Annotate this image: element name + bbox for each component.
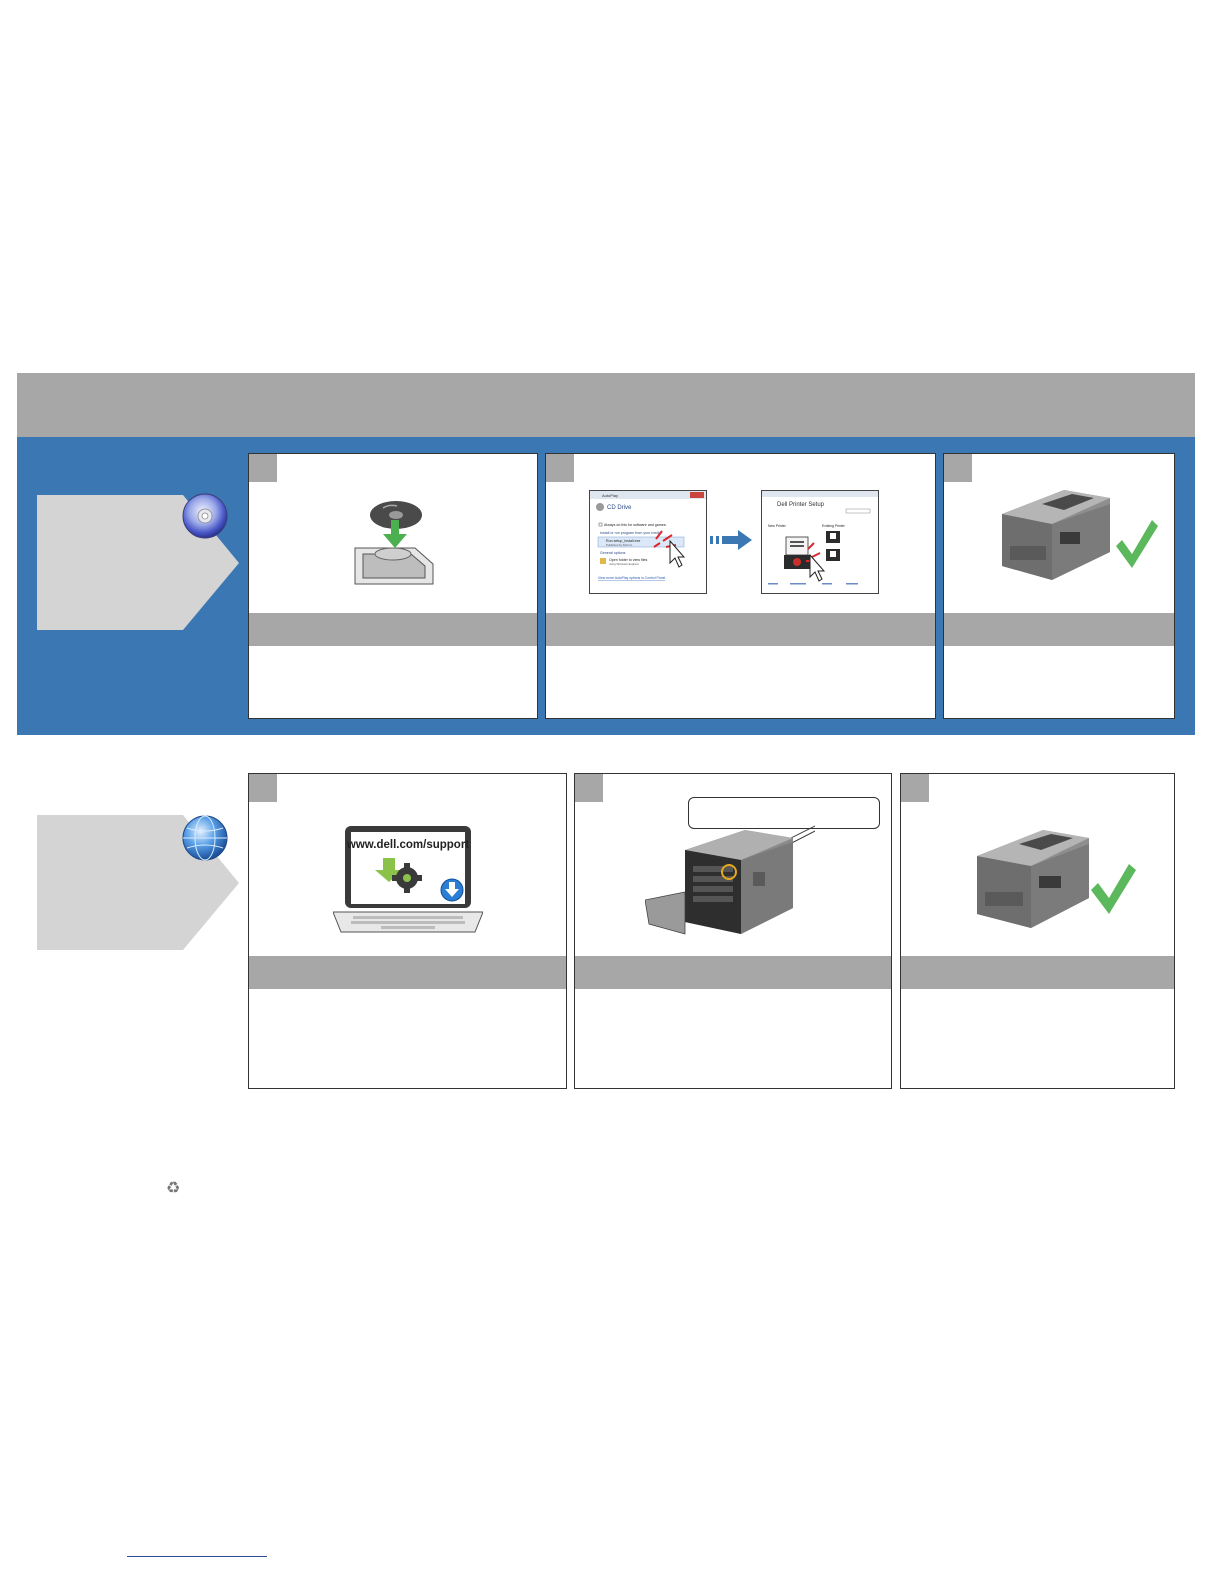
next-arrow-icon bbox=[710, 530, 754, 555]
step-caption-bar bbox=[944, 613, 1174, 646]
step-number-box bbox=[575, 774, 603, 802]
setup-title: Dell Printer Setup bbox=[777, 502, 825, 508]
setup-existing-printer: Existing Printer bbox=[822, 524, 846, 528]
autoplay-general: General options bbox=[600, 551, 626, 555]
cd-step-2-panel: AutoPlay CD Drive Always do this for sof… bbox=[545, 453, 936, 719]
autoplay-option: Run setup_install.exe bbox=[606, 539, 640, 543]
cd-step-1-panel bbox=[248, 453, 538, 719]
printer-setup-window-screenshot: Dell Printer Setup New Printer Existing … bbox=[761, 490, 879, 594]
cd-step-3-panel bbox=[943, 453, 1175, 719]
setup-new-printer: New Printer bbox=[768, 524, 787, 528]
callout-box bbox=[688, 797, 880, 829]
autoplay-link: View more AutoPlay options in Control Pa… bbox=[598, 576, 665, 580]
web-step-2-panel bbox=[574, 773, 892, 1089]
globe-web-icon bbox=[181, 814, 229, 867]
step-number-box bbox=[249, 774, 277, 802]
recycle-icon: ♻ bbox=[166, 1180, 181, 1197]
step-caption-bar bbox=[546, 613, 935, 646]
web-step-3-panel bbox=[900, 773, 1175, 1089]
insert-cd-icon bbox=[353, 498, 435, 591]
step-caption-bar bbox=[901, 956, 1174, 989]
step-number-box bbox=[944, 454, 972, 482]
autoplay-option-sub: Published by Dell Inc. bbox=[606, 543, 633, 547]
step-caption-bar bbox=[249, 613, 537, 646]
autoplay-drive: CD Drive bbox=[607, 505, 632, 511]
autoplay-open-folder-sub: using Windows Explorer bbox=[609, 562, 639, 566]
laptop-download-icon: www.dell.com/support bbox=[332, 824, 484, 941]
autoplay-checkbox: Always do this for software and games: bbox=[604, 523, 667, 527]
web-step-1-panel: www.dell.com/support bbox=[248, 773, 567, 1089]
autoplay-title: AutoPlay bbox=[602, 493, 618, 498]
printer-ready-icon bbox=[973, 828, 1143, 941]
step-number-box bbox=[546, 454, 574, 482]
footer-link-line bbox=[127, 1556, 267, 1557]
step-number-box bbox=[249, 454, 277, 482]
step-number-box bbox=[901, 774, 929, 802]
autoplay-section: Install or run program from your media bbox=[600, 531, 661, 535]
autoplay-open-folder: Open folder to view files bbox=[609, 558, 648, 562]
support-url: www.dell.com/support bbox=[346, 839, 469, 851]
printer-ready-icon bbox=[998, 488, 1158, 593]
autoplay-window-screenshot: AutoPlay CD Drive Always do this for sof… bbox=[589, 490, 707, 594]
header-bar bbox=[17, 373, 1195, 437]
printer-front-open-icon bbox=[644, 821, 826, 943]
cd-disc-icon bbox=[181, 492, 229, 545]
step-caption-bar bbox=[249, 956, 566, 989]
step-caption-bar bbox=[575, 956, 891, 989]
